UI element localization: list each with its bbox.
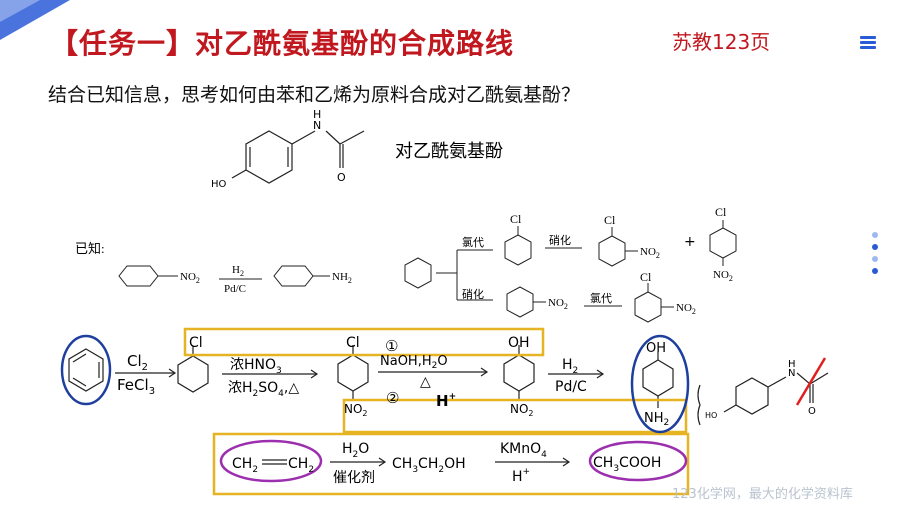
acetic-acid: CH [593, 455, 613, 471]
ethene-right: CH [288, 456, 308, 472]
branch-cl-3: Cl [715, 205, 727, 219]
highlight-box-step3-2 [342, 398, 688, 434]
footer-watermark: 123化学网，最大的化学资料库 [672, 487, 853, 502]
circle-2: ② [386, 389, 399, 407]
target-name: 对乙酰氨基酚 [395, 141, 503, 162]
route-cl-2: Cl [346, 335, 360, 351]
svg-text:CH3COOH: CH3COOH [593, 455, 661, 474]
svg-text:H2: H2 [232, 264, 244, 278]
svg-text:CH3CH2OH: CH3CH2OH [392, 456, 466, 475]
known-nh2: NH [332, 271, 348, 283]
target-molecule [231, 130, 365, 184]
question-text: 结合已知信息，思考如何由苯和乙烯为原料合成对乙酰氨基酚？ [48, 84, 581, 106]
branch-no2-3: NO [548, 297, 564, 309]
svg-text:NO2: NO2 [548, 297, 568, 311]
small-target-ho: HO [705, 411, 717, 420]
route-no2-1: NO [344, 402, 362, 416]
svg-text:H+: H+ [436, 392, 456, 410]
small-target-n: N [788, 368, 795, 379]
branch-nitration-1: 硝化 [549, 233, 571, 247]
svg-text:H2O: H2O [342, 441, 369, 460]
svg-text:浓HNO3: 浓HNO3 [230, 357, 282, 376]
svg-text:NO2: NO2 [713, 269, 733, 283]
svg-text:FeCl3: FeCl3 [117, 376, 155, 397]
ethene-circle [219, 439, 323, 483]
highlight-box-ethene-route [212, 432, 690, 496]
svg-text:NO2: NO2 [344, 402, 368, 418]
svg-text:NO2: NO2 [676, 302, 696, 316]
small-target-o: O [808, 406, 816, 417]
target-h-label: H [313, 108, 321, 121]
slide-nav-dots[interactable] [872, 232, 878, 280]
route-oh-2: OH [646, 341, 666, 356]
svg-text:NO2: NO2 [180, 271, 200, 285]
svg-text:NH2: NH2 [644, 411, 669, 428]
corner-decoration [0, 0, 70, 40]
known-reaction-1 [118, 265, 330, 287]
step6-reagent: KMnO [500, 441, 541, 457]
step5-catalyst: 催化剂 [333, 470, 375, 486]
svg-text:Cl2: Cl2 [127, 352, 148, 373]
known-branch [404, 220, 737, 323]
svg-text:NO2: NO2 [510, 402, 534, 418]
page-reference: 苏教123页 [672, 30, 771, 54]
benzene-circle [60, 334, 112, 406]
route-cl-1: Cl [189, 335, 203, 351]
svg-text:H2: H2 [562, 357, 578, 376]
svg-text:KMnO4: KMnO4 [500, 441, 547, 460]
route-nh2: NH [644, 411, 664, 426]
svg-text:NaOH,H2O: NaOH,H2O [380, 354, 448, 371]
page-title: 【任务一】对乙酰氨基酚的合成路线 [50, 27, 515, 60]
step4-reagent: H [562, 357, 573, 373]
menu-icon[interactable] [860, 36, 876, 50]
svg-text:H+: H+ [512, 467, 530, 485]
target-ho-label: HO [211, 179, 227, 190]
svg-text:浓H2SO4,△: 浓H2SO4,△ [228, 380, 299, 399]
highlight-box-step3-1 [183, 327, 545, 357]
known-reagent-h2: H [232, 264, 240, 276]
svg-text:CH2: CH2 [232, 456, 258, 475]
aminophenol-circle [630, 334, 690, 434]
branch-chlorination-2: 氯代 [590, 291, 612, 305]
route-oh-1: OH [508, 335, 530, 351]
acetic-acid-circle [588, 440, 688, 482]
step6-acid: H [512, 469, 523, 485]
target-o-label: O [337, 171, 346, 184]
small-target-h: H [788, 359, 796, 370]
step2-condition: 浓H [228, 380, 253, 396]
branch-cl-4: Cl [640, 270, 652, 284]
step1-reagent: Cl [127, 352, 142, 370]
route-no2-2: NO [510, 402, 528, 416]
ethanol: CH [392, 456, 412, 472]
ethene-left: CH [232, 456, 252, 472]
step5-reagent: H [342, 441, 353, 457]
known-label: 已知: [75, 241, 105, 256]
branch-cl-2: Cl [604, 213, 616, 227]
branch-no2-2: NO [713, 269, 729, 281]
step3-reagent: NaOH,H [380, 354, 432, 369]
circle-1: ① [385, 337, 398, 355]
step3-heat: △ [420, 374, 431, 390]
known-reagent-pdc: Pd/C [224, 283, 246, 295]
known-no2: NO [180, 271, 196, 283]
cross-mark [795, 357, 827, 406]
step3-acid: H [436, 392, 449, 410]
branch-no2-1: NO [640, 246, 656, 258]
branch-plus: + [684, 234, 696, 250]
target-n-label: N [313, 119, 321, 132]
svg-text:NH2: NH2 [332, 271, 352, 285]
branch-no2-4: NO [676, 302, 692, 314]
route-structures [68, 345, 829, 467]
svg-text:NO2: NO2 [640, 246, 660, 260]
svg-text:CH2: CH2 [288, 456, 314, 475]
branch-cl-1: Cl [510, 212, 522, 226]
branch-chlorination-1: 氯代 [462, 235, 484, 249]
branch-nitration-2: 硝化 [462, 287, 484, 301]
step4-catalyst: Pd/C [555, 379, 587, 395]
step2-reagent: 浓HNO [230, 357, 276, 373]
step1-catalyst: FeCl [117, 376, 149, 394]
